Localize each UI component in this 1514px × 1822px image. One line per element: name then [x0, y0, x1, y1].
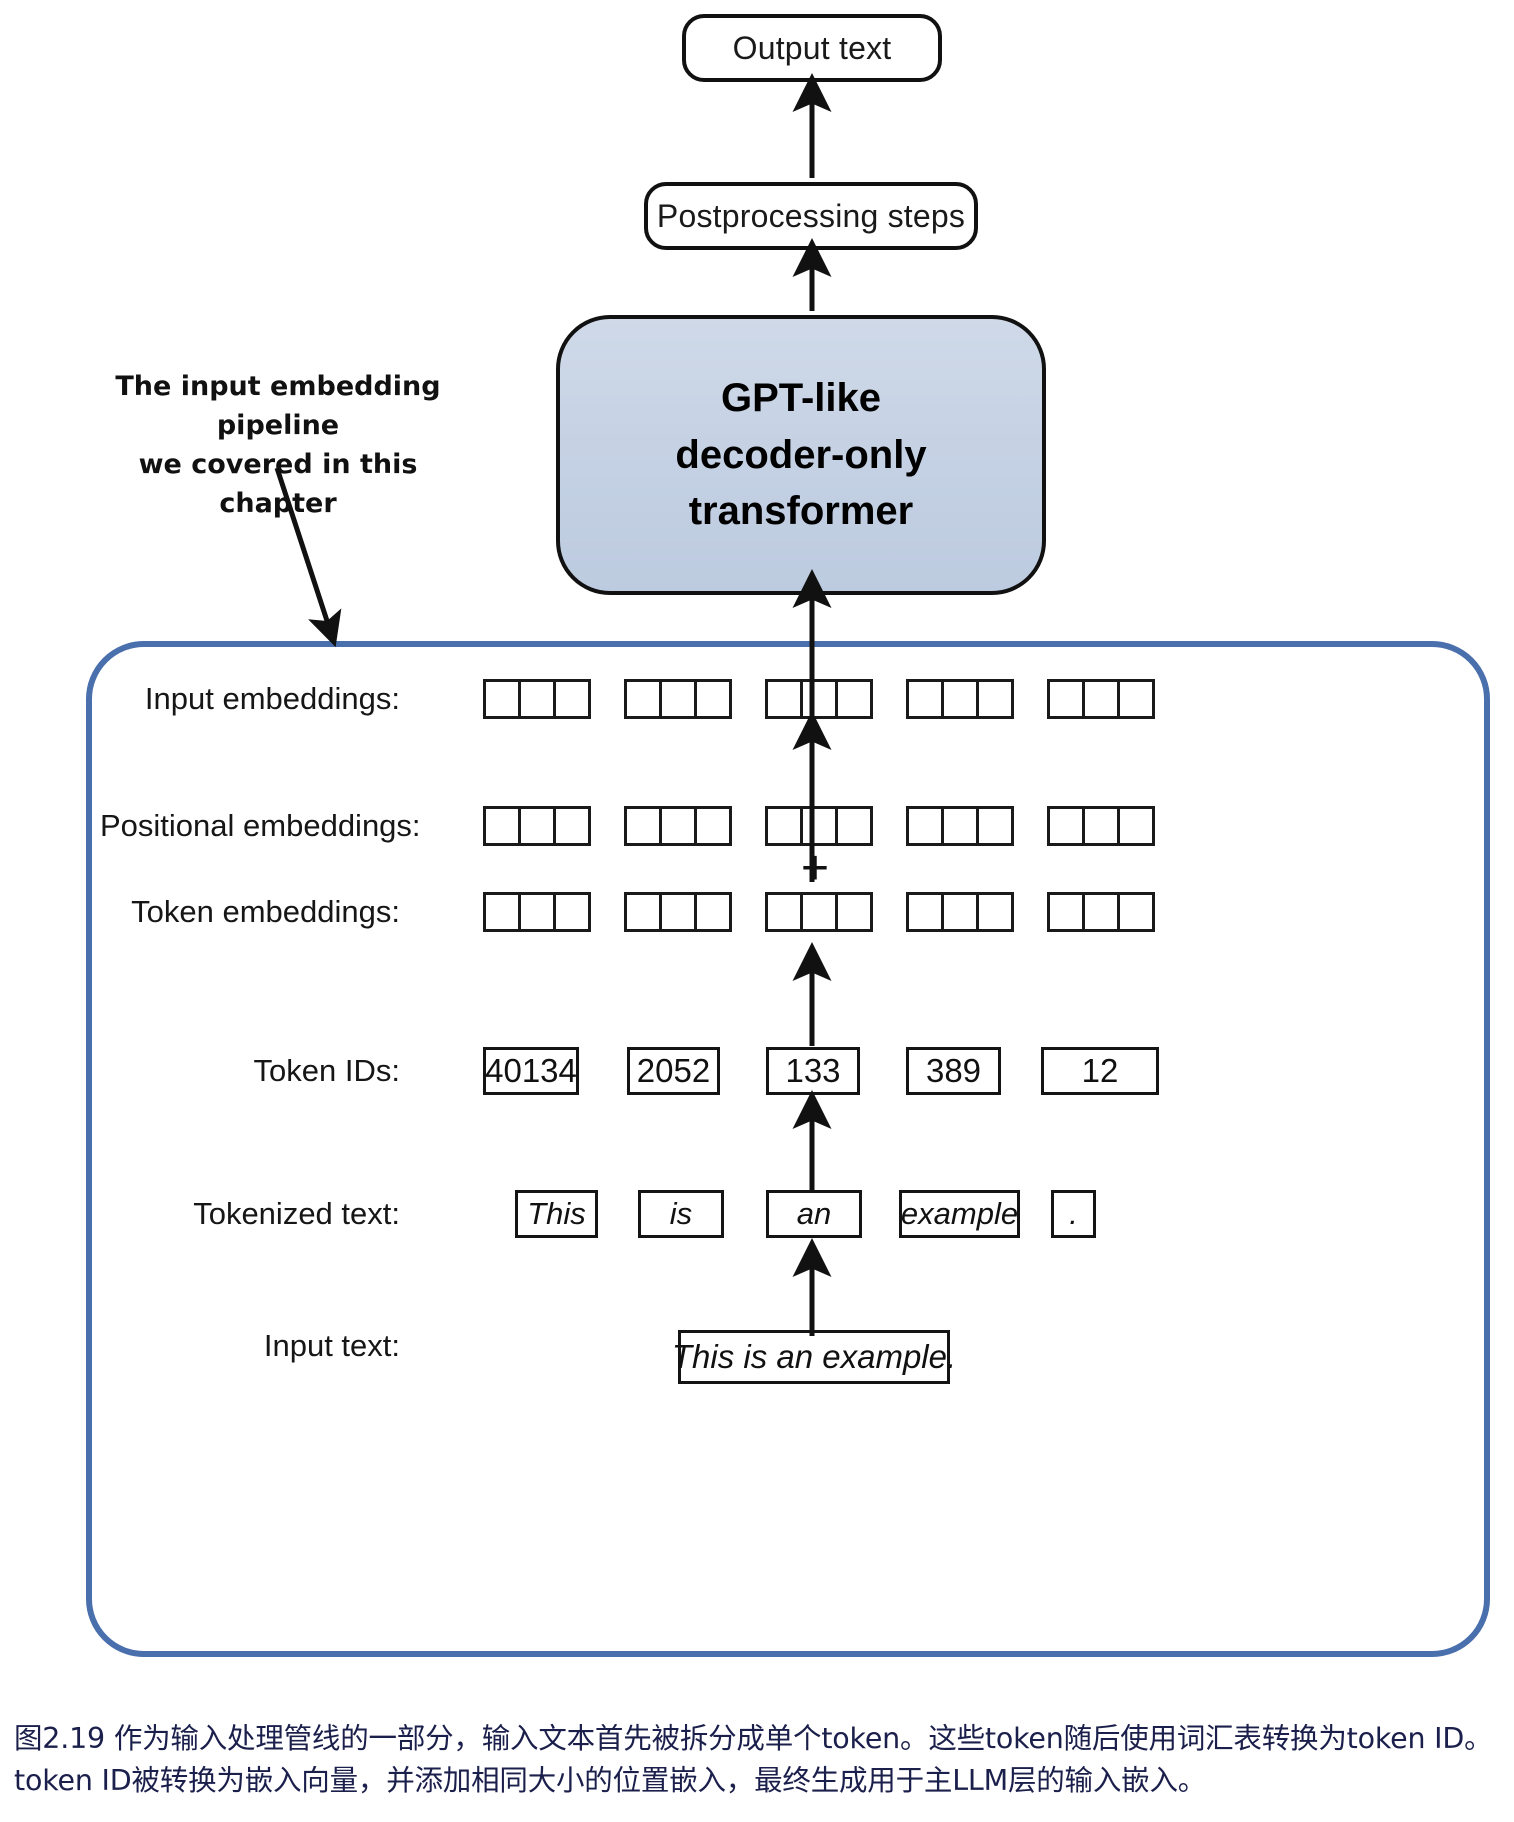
- row-label-input-text: Input text:: [263, 1328, 400, 1363]
- embedding-cell: [483, 806, 521, 846]
- tokenized-text-box-2: is: [638, 1190, 724, 1238]
- embedding-group-input_embeddings-1: [483, 679, 591, 719]
- embedding-group-token_embeddings-5: [1047, 892, 1155, 932]
- embedding-group-positional_embeddings-4: [906, 806, 1014, 846]
- gpt-box-label-stack: GPT-like decoder-only transformer: [675, 370, 926, 540]
- embedding-cell: [1047, 679, 1085, 719]
- embedding-cell: [1117, 806, 1155, 846]
- row-label-input-embeddings: Input embeddings:: [144, 681, 400, 716]
- embedding-cell: [1082, 892, 1120, 932]
- embedding-group-token_embeddings-2: [624, 892, 732, 932]
- token-id-box-3: 133: [766, 1047, 860, 1095]
- plus-operator: +: [800, 842, 830, 895]
- input-embedding-pipeline-container: [86, 641, 1490, 1657]
- annotation-line-2: we covered in this chapter: [138, 448, 418, 519]
- embedding-cell: [765, 806, 803, 846]
- embedding-cell: [835, 806, 873, 846]
- embedding-cell: [659, 806, 697, 846]
- gpt-box-line-3: transformer: [688, 489, 914, 534]
- token-id-box-1: 40134: [483, 1047, 579, 1095]
- embedding-group-token_embeddings-3: [765, 892, 873, 932]
- embedding-cell: [800, 679, 838, 719]
- embedding-cell: [518, 892, 556, 932]
- token-id-box-5: 12: [1041, 1047, 1159, 1095]
- output-text-box: Output text: [682, 14, 942, 82]
- embedding-cell: [906, 892, 944, 932]
- row-label-token-ids: Token IDs:: [253, 1053, 400, 1088]
- row-label-tokenized-text: Tokenized text:: [193, 1196, 400, 1231]
- embedding-cell: [835, 679, 873, 719]
- embedding-cell: [800, 806, 838, 846]
- embedding-cell: [553, 679, 591, 719]
- embedding-cell: [553, 806, 591, 846]
- row-label-token-embeddings: Token embeddings:: [131, 894, 400, 929]
- token-id-box-2: 2052: [627, 1047, 720, 1095]
- embedding-cell: [518, 806, 556, 846]
- embedding-cell: [518, 679, 556, 719]
- embedding-cell: [624, 679, 662, 719]
- embedding-group-positional_embeddings-5: [1047, 806, 1155, 846]
- gpt-box-line-2: decoder-only: [675, 432, 927, 477]
- embedding-cell: [624, 806, 662, 846]
- embedding-cell: [624, 892, 662, 932]
- annotation-line-1: The input embedding pipeline: [115, 371, 441, 441]
- embedding-cell: [1047, 892, 1085, 932]
- embedding-cell: [553, 892, 591, 932]
- embedding-cell: [765, 892, 803, 932]
- gpt-like-decoder-only-transformer-box: GPT-like decoder-only transformer: [556, 315, 1046, 595]
- embedding-group-positional_embeddings-2: [624, 806, 732, 846]
- embedding-group-positional_embeddings-1: [483, 806, 591, 846]
- embedding-cell: [1047, 806, 1085, 846]
- embedding-group-input_embeddings-5: [1047, 679, 1155, 719]
- embedding-cell: [835, 892, 873, 932]
- embedding-cell: [906, 679, 944, 719]
- figure-caption: 图2.19 作为输入处理管线的一部分，输入文本首先被拆分成单个token。这些t…: [14, 1722, 1493, 1798]
- embedding-cell: [1082, 679, 1120, 719]
- embedding-cell: [694, 679, 732, 719]
- embedding-cell: [976, 892, 1014, 932]
- input-text-box: This is an example.: [672, 1330, 956, 1384]
- embedding-cell: [800, 892, 838, 932]
- embedding-cell: [1082, 806, 1120, 846]
- embedding-cell: [694, 806, 732, 846]
- embedding-cell: [659, 679, 697, 719]
- tokenized-text-box-5: .: [1051, 1190, 1096, 1238]
- tokenized-text-box-3: an: [766, 1190, 862, 1238]
- embedding-group-token_embeddings-4: [906, 892, 1014, 932]
- annotation-callout: The input embedding pipeline we covered …: [78, 368, 478, 524]
- tokenized-text-box-1: This: [515, 1190, 598, 1238]
- embedding-cell: [976, 679, 1014, 719]
- embedding-group-positional_embeddings-3: [765, 806, 873, 846]
- embedding-group-input_embeddings-3: [765, 679, 873, 719]
- gpt-box-line-1: GPT-like: [720, 375, 882, 420]
- embedding-cell: [483, 679, 521, 719]
- embedding-cell: [941, 892, 979, 932]
- embedding-cell: [941, 679, 979, 719]
- embedding-cell: [941, 806, 979, 846]
- embedding-group-input_embeddings-4: [906, 679, 1014, 719]
- embedding-cell: [483, 892, 521, 932]
- embedding-cell: [765, 679, 803, 719]
- embedding-cell: [976, 806, 1014, 846]
- embedding-cell: [694, 892, 732, 932]
- token-id-box-4: 389: [906, 1047, 1001, 1095]
- tokenized-text-box-4: example: [899, 1190, 1020, 1238]
- embedding-group-token_embeddings-1: [483, 892, 591, 932]
- embedding-cell: [659, 892, 697, 932]
- embedding-cell: [1117, 679, 1155, 719]
- embedding-cell: [906, 806, 944, 846]
- postprocessing-steps-box: Postprocessing steps: [644, 182, 978, 250]
- row-label-positional-embeddings: Positional embeddings:: [100, 808, 421, 843]
- embedding-group-input_embeddings-2: [624, 679, 732, 719]
- embedding-cell: [1117, 892, 1155, 932]
